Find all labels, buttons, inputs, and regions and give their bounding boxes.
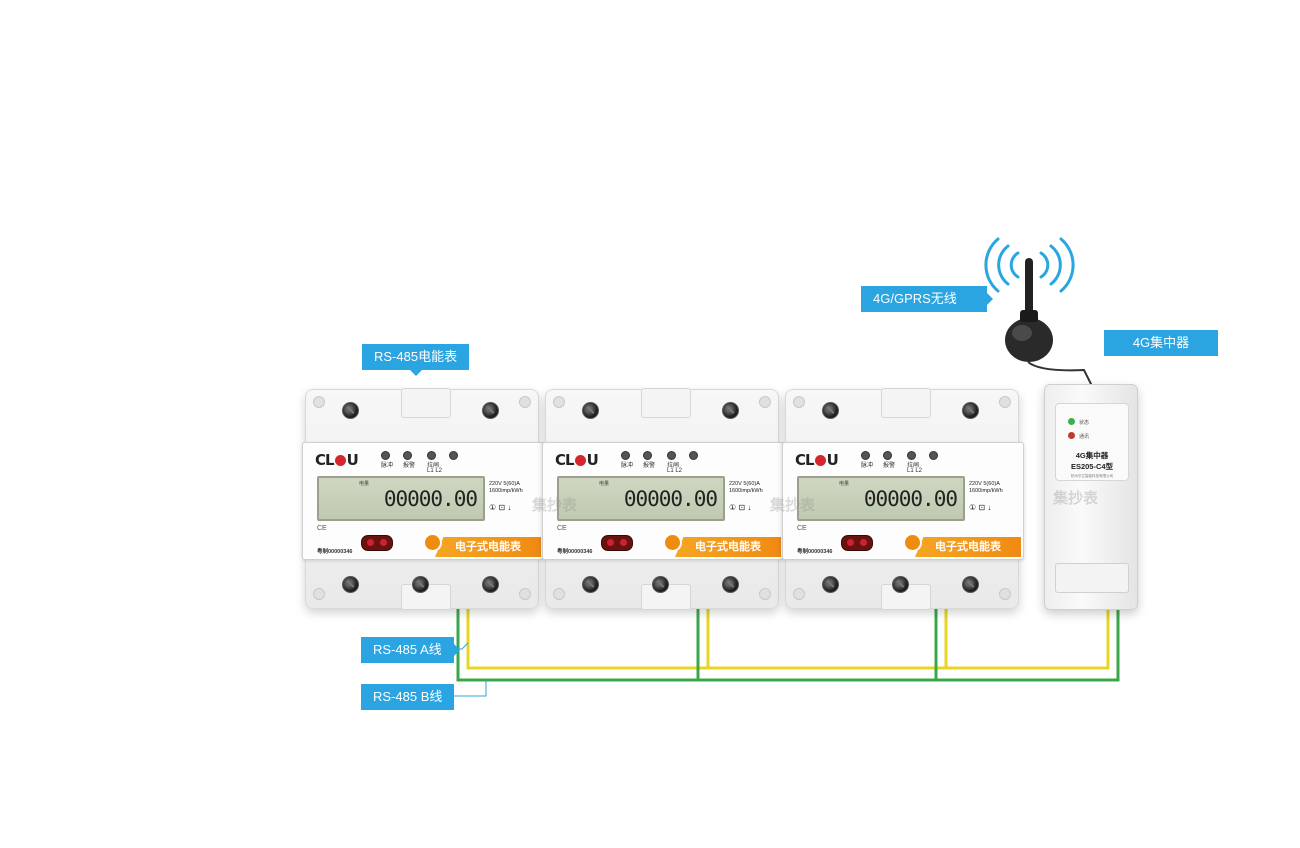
led-label: 拉闸 [907, 463, 920, 469]
serial-number: 粤制00000346 [557, 549, 593, 555]
cert-mark-icon: CE [317, 525, 327, 532]
serial-number: 粤制00000346 [797, 549, 833, 555]
line-b-pointer [448, 680, 487, 697]
status-led-icon [449, 451, 458, 460]
led-label: 脉冲 [381, 463, 394, 469]
wireless-signal-icon [984, 237, 1075, 293]
watermark: 集抄表 [1053, 490, 1099, 507]
led-label: 报警 [403, 463, 416, 469]
callout-line-a: RS-485 A线 [361, 637, 460, 663]
product-name-band: 电子式电能表 [435, 537, 541, 557]
manufacturer: 杭州华立智能科技有限公司 [1071, 474, 1113, 478]
alarm-led-icon [883, 451, 892, 460]
phase-label: L1 L2 [907, 468, 923, 474]
cert-mark-icon: CE [797, 525, 807, 532]
trip-led-icon [667, 451, 676, 460]
led-label: 报警 [643, 463, 656, 469]
concentrator-name: 4G集中器 [1075, 451, 1109, 460]
comm-led-icon [1068, 432, 1075, 439]
lcd-tag: 电量 [599, 481, 610, 487]
seal-badge-icon [903, 533, 922, 552]
watermark: 集抄表 [532, 497, 578, 514]
led-label: 脉冲 [861, 463, 874, 469]
symbol-icons: ① ⊡ ↓ [729, 503, 752, 512]
terminal-block [1055, 563, 1129, 593]
lcd-display: 电量 00000.00 [557, 476, 725, 521]
lcd-tag: 电量 [359, 481, 370, 487]
concentrator-model: ES205-C4型 [1070, 462, 1114, 471]
4g-concentrator: 状态 通讯 4G集中器 ES205-C4型 杭州华立智能科技有限公司 集抄表 [1044, 384, 1138, 610]
serial-number: 粤制00000346 [317, 549, 353, 555]
pulse-led-icon [621, 451, 630, 460]
concentrator-panel: 状态 通讯 4G集中器 ES205-C4型 杭州华立智能科技有限公司 [1055, 403, 1129, 481]
callout-meters: RS-485电能表 [362, 344, 470, 376]
status-led-icon [929, 451, 938, 460]
product-name-band: 电子式电能表 [915, 537, 1021, 557]
energy-reading: 00000.00 [863, 487, 958, 511]
optical-port [361, 535, 393, 551]
cert-mark-icon: CE [557, 525, 567, 532]
led-label: 报警 [883, 463, 896, 469]
lcd-display: 电量 00000.00 [317, 476, 485, 521]
phase-label: L1 L2 [427, 468, 443, 474]
status-led-icon [689, 451, 698, 460]
product-name-band: 电子式电能表 [675, 537, 781, 557]
comm-label: 通讯 [1079, 434, 1090, 440]
pulse-led-icon [381, 451, 390, 460]
rs485-a-wire [466, 605, 1110, 670]
energy-reading: 00000.00 [383, 487, 478, 511]
seal-badge-icon [423, 533, 442, 552]
rs485-b-wire [456, 605, 1120, 682]
energy-reading: 00000.00 [623, 487, 718, 511]
alarm-led-icon [403, 451, 412, 460]
trip-led-icon [427, 451, 436, 460]
antenna-icon [1005, 258, 1093, 387]
led-label: 脉冲 [621, 463, 634, 469]
pulse-led-icon [861, 451, 870, 460]
status-led-icon [1068, 418, 1075, 425]
symbol-icons: ① ⊡ ↓ [969, 503, 992, 512]
callout-concentrator: 4G集中器 [1104, 330, 1218, 356]
led-label: 拉闸 [427, 463, 440, 469]
optical-port [601, 535, 633, 551]
lcd-display: 电量 00000.00 [797, 476, 965, 521]
callout-wireless: 4G/GPRS无线 [861, 286, 993, 312]
watermark: 集抄表 [770, 497, 816, 514]
alarm-led-icon [643, 451, 652, 460]
led-label: 拉闸 [667, 463, 680, 469]
optical-port [841, 535, 873, 551]
callout-line-b: RS-485 B线 [361, 684, 455, 710]
seal-badge-icon [663, 533, 682, 552]
lcd-tag: 电量 [839, 481, 850, 487]
symbol-icons: ① ⊡ ↓ [489, 503, 512, 512]
status-label: 状态 [1079, 420, 1090, 426]
phase-label: L1 L2 [667, 468, 683, 474]
trip-led-icon [907, 451, 916, 460]
